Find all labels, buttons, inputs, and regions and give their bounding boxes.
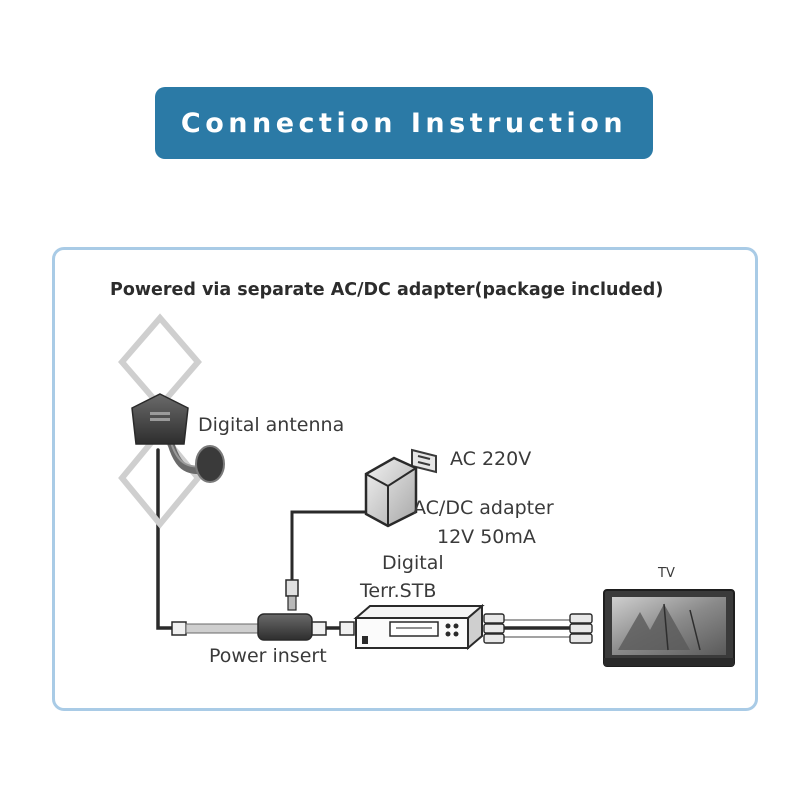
label-tv: TV	[658, 566, 675, 581]
adapter-connector	[285, 579, 299, 611]
wall-adapter-icon	[364, 448, 437, 528]
label-power-insert: Power insert	[209, 645, 327, 667]
label-adapter: AC/DC adapter	[413, 497, 554, 519]
label-stb-line1: Digital	[382, 552, 444, 574]
power-insert-body	[257, 613, 313, 641]
power-insert-icon	[171, 613, 355, 641]
banner-title: Connection Instruction	[180, 107, 628, 139]
label-adapter-spec: 12V 50mA	[437, 526, 536, 548]
suction-cup	[195, 445, 225, 483]
label-stb-line2: Terr.STB	[360, 580, 437, 602]
antenna-lower-element	[118, 427, 202, 529]
stb-top	[353, 605, 485, 619]
title-banner: Connection Instruction	[155, 87, 653, 159]
label-ac-voltage: AC 220V	[450, 448, 532, 470]
set-top-box-icon	[353, 603, 485, 651]
adapter-plug-prongs	[411, 448, 437, 474]
adapter-body	[364, 456, 418, 528]
stb-rca-plugs	[483, 613, 505, 644]
tv-icon	[603, 589, 735, 667]
label-digital-antenna: Digital antenna	[198, 414, 345, 436]
adapter-cable	[290, 510, 382, 587]
antenna-cable	[156, 448, 180, 630]
diagram-headline: Powered via separate AC/DC adapter(packa…	[110, 280, 664, 300]
antenna-upper-element	[118, 313, 202, 411]
stb-display	[389, 621, 439, 637]
tv-rca-plugs	[569, 613, 593, 644]
antenna-icon	[118, 313, 225, 529]
